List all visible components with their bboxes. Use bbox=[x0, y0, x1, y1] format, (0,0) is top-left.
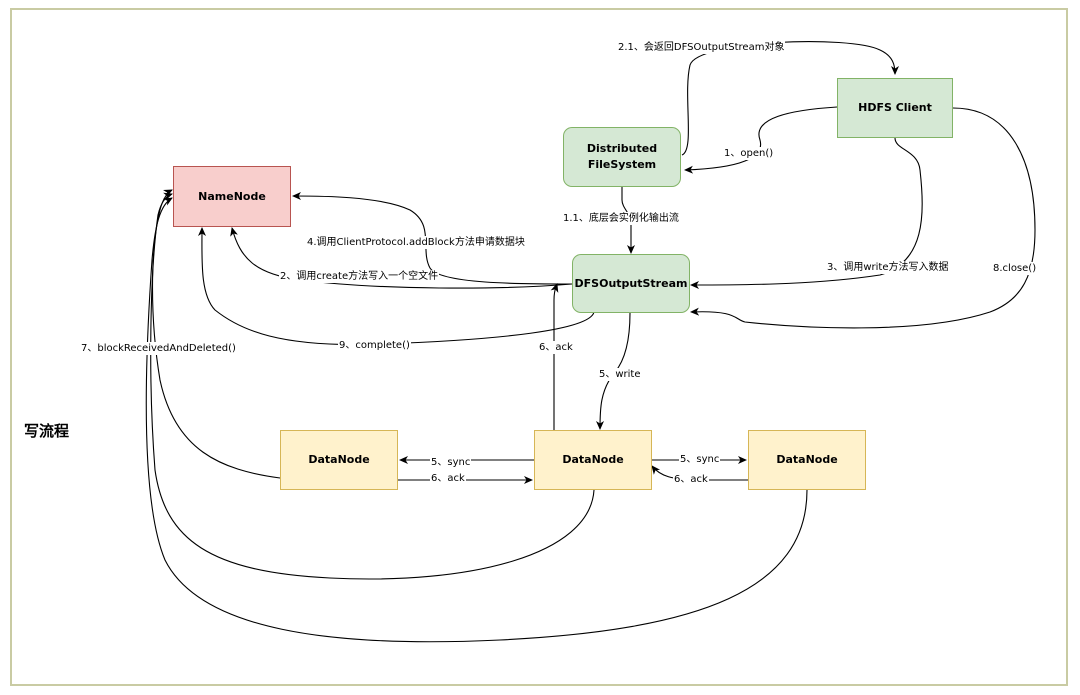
distributed-filesystem-node: Distributed FileSystem bbox=[563, 127, 681, 187]
namenode-label: NameNode bbox=[198, 189, 266, 203]
label-ack-up: 6、ack bbox=[538, 341, 574, 354]
label-write: 5、write bbox=[598, 368, 642, 381]
datanode-left-label: DataNode bbox=[308, 453, 370, 467]
edge-block-received-right bbox=[145, 197, 808, 643]
datanode-mid-label: DataNode bbox=[562, 453, 624, 467]
datanode-left-node: DataNode bbox=[280, 430, 398, 490]
edge-write-data bbox=[690, 137, 923, 289]
diagram-title: 写流程 bbox=[24, 422, 70, 440]
edge-open bbox=[684, 106, 838, 174]
hdfs-client-node: HDFS Client bbox=[837, 78, 953, 138]
edge-ack-up bbox=[550, 283, 559, 430]
label-write-data: 3、调用write方法写入数据 bbox=[826, 261, 950, 274]
label-block-received: 7、blockReceivedAndDeleted() bbox=[80, 342, 237, 355]
label-add-block: 4.调用ClientProtocol.addBlock方法申请数据块 bbox=[306, 236, 526, 249]
hdfs-client-label: HDFS Client bbox=[858, 101, 932, 115]
label-ack-left: 6、ack bbox=[430, 472, 466, 485]
edge-close bbox=[690, 107, 1036, 329]
edge-create bbox=[230, 227, 573, 289]
label-return-stream: 2.1、会返回DFSOutputStream对象 bbox=[617, 41, 786, 54]
diagram-frame bbox=[10, 8, 1068, 686]
edge-complete bbox=[197, 227, 595, 346]
label-instantiate: 1.1、底层会实例化输出流 bbox=[562, 212, 680, 225]
label-create: 2、调用create方法写入一个空文件 bbox=[279, 270, 440, 283]
label-close: 8.close() bbox=[992, 262, 1038, 275]
namenode-node: NameNode bbox=[173, 166, 291, 227]
label-open: 1、open() bbox=[723, 147, 775, 160]
edge-block-received-mid bbox=[150, 192, 595, 580]
dfs-output-stream-label: DFSOutputStream bbox=[574, 276, 688, 290]
label-sync-left: 5、sync bbox=[430, 456, 472, 469]
datanode-mid-node: DataNode bbox=[534, 430, 652, 490]
label-sync-right: 5、sync bbox=[679, 453, 721, 466]
label-ack-right: 6、ack bbox=[673, 473, 709, 486]
label-complete: 9、complete() bbox=[338, 339, 411, 352]
dfs-output-stream-node: DFSOutputStream bbox=[572, 254, 690, 313]
datanode-right-label: DataNode bbox=[776, 453, 838, 467]
distributed-filesystem-label: Distributed FileSystem bbox=[586, 142, 658, 171]
datanode-right-node: DataNode bbox=[748, 430, 866, 490]
